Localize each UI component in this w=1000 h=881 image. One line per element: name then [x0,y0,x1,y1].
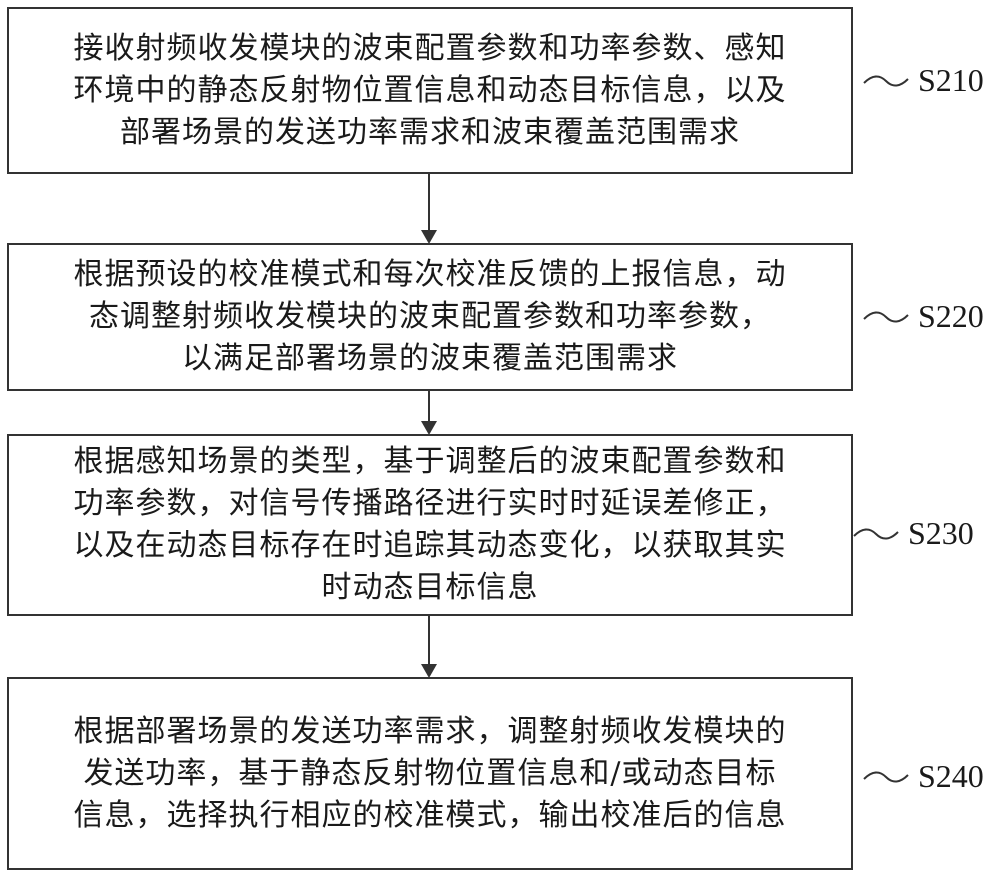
step-id: S210 [918,62,984,99]
step-id: S230 [908,515,974,552]
tilde-connector-icon [862,307,910,327]
step-text: 功率参数，对信号传播路径进行实时时延误差修正， [74,483,787,525]
step-text: 以满足部署场景的波束覆盖范围需求 [182,338,678,380]
flow-arrow [428,616,430,676]
step-text: 发送功率，基于静态反射物位置信息和/或动态目标 [83,753,776,795]
step-text: 时动态目标信息 [322,567,539,609]
step-box-s230: 根据感知场景的类型，基于调整后的波束配置参数和 功率参数，对信号传播路径进行实时… [7,434,853,616]
step-text: 信息，选择执行相应的校准模式，输出校准后的信息 [74,795,787,837]
flow-arrow [428,391,430,433]
tilde-connector-icon [852,524,900,544]
step-text: 部署场景的发送功率需求和波束覆盖范围需求 [120,112,740,154]
step-text: 环境中的静态反射物位置信息和动态目标信息，以及 [74,70,787,112]
tilde-connector-icon [862,767,910,787]
step-box-s210: 接收射频收发模块的波束配置参数和功率参数、感知 环境中的静态反射物位置信息和动态… [7,7,853,174]
step-label-s220: S220 [862,298,984,335]
step-text: 根据感知场景的类型，基于调整后的波束配置参数和 [74,441,787,483]
step-box-s240: 根据部署场景的发送功率需求，调整射频收发模块的 发送功率，基于静态反射物位置信息… [7,677,853,870]
step-text: 根据部署场景的发送功率需求，调整射频收发模块的 [74,711,787,753]
step-text: 接收射频收发模块的波束配置参数和功率参数、感知 [74,28,787,70]
step-label-s230: S230 [852,515,974,552]
step-label-s240: S240 [862,758,984,795]
tilde-connector-icon [862,71,910,91]
step-text: 根据预设的校准模式和每次校准反馈的上报信息，动 [74,254,787,296]
step-text: 态调整射频收发模块的波束配置参数和功率参数， [89,296,771,338]
step-text: 以及在动态目标存在时追踪其动态变化，以获取其实 [74,525,787,567]
step-box-s220: 根据预设的校准模式和每次校准反馈的上报信息，动 态调整射频收发模块的波束配置参数… [7,243,853,391]
step-id: S240 [918,758,984,795]
flow-arrow [428,174,430,242]
step-label-s210: S210 [862,62,984,99]
step-id: S220 [918,298,984,335]
